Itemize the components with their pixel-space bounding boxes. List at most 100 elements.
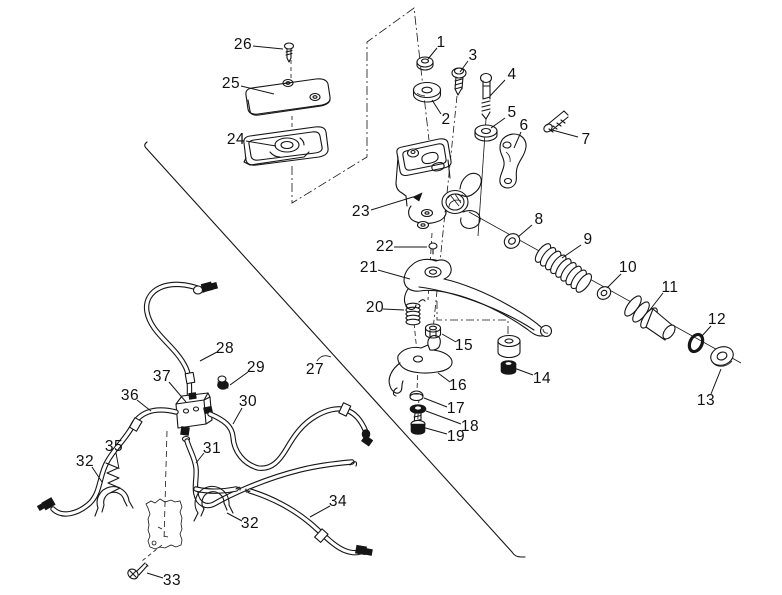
- leader-line-16: [437, 372, 451, 383]
- leader-line-10: [606, 273, 622, 289]
- callout-15: 15: [454, 337, 474, 354]
- callout-13: 13: [696, 392, 716, 409]
- callout-21: 21: [359, 259, 379, 276]
- bleeder-fitting: [217, 375, 229, 390]
- brake-lever: [403, 258, 553, 338]
- callout-26: 26: [233, 36, 253, 53]
- leader-line-29: [229, 371, 249, 386]
- leader-line-3: [459, 60, 469, 73]
- upper-brake-hose: [143, 281, 219, 404]
- leader-line-32: [226, 512, 243, 522]
- leader-line-23: [370, 196, 414, 211]
- pivot-locknut: [424, 323, 442, 339]
- callout-30: 30: [238, 393, 258, 410]
- leader-line-14: [513, 367, 534, 376]
- adjuster-washer: [409, 404, 427, 414]
- callout-3: 3: [468, 47, 478, 64]
- callout-1: 1: [436, 34, 446, 51]
- compression-spring: [534, 243, 592, 293]
- left-brake-hose: [36, 407, 179, 517]
- frame-sketch-outline: [145, 498, 183, 550]
- handlebar-clamp: [499, 133, 527, 189]
- right-brake-hose: [207, 402, 374, 471]
- leader-line-17: [423, 397, 448, 408]
- cover-washer: [412, 81, 442, 103]
- leader-line-24: [245, 140, 277, 147]
- leader-line-1: [427, 47, 438, 60]
- callout-5: 5: [507, 104, 517, 121]
- callout-4: 4: [507, 66, 517, 83]
- leader-lines: [91, 45, 722, 579]
- callout-22: 22: [375, 238, 395, 255]
- junction-block: [175, 392, 213, 443]
- pivot-bolt: [451, 67, 467, 96]
- leader-line-31: [195, 452, 205, 464]
- leader-line-26: [252, 45, 284, 50]
- leader-line-32: [91, 466, 103, 483]
- callout-12: 12: [707, 311, 727, 328]
- lever-spacer: [497, 334, 521, 359]
- callout-6: 6: [519, 117, 529, 134]
- callout-32: 32: [240, 515, 260, 532]
- leader-line-6: [513, 131, 522, 149]
- leader-line-36: [136, 399, 152, 412]
- adjuster-screw: [409, 390, 424, 402]
- leader-line-18: [425, 410, 462, 425]
- washer-8: [503, 233, 521, 249]
- leader-line-30: [232, 407, 243, 425]
- leader-line-25: [240, 85, 275, 95]
- callout-29: 29: [246, 359, 266, 376]
- hose-clamp-left: [94, 486, 134, 517]
- callout-7: 7: [581, 131, 591, 148]
- callout-19: 19: [446, 428, 466, 445]
- spacer-nut-group: [497, 334, 521, 375]
- leader-line-5: [490, 117, 506, 129]
- callout-20: 20: [365, 299, 385, 316]
- hose-guard-spring: [105, 462, 121, 494]
- callout-37: 37: [152, 368, 172, 385]
- callout-36: 36: [120, 387, 140, 404]
- leader-line-8: [517, 224, 533, 238]
- leader-line-9: [561, 244, 582, 259]
- leader-line-7: [551, 129, 579, 138]
- spacer-nut: [500, 360, 517, 375]
- callout-2: 2: [441, 111, 451, 128]
- clamp-bolt: [479, 72, 493, 120]
- reservoir-cover-group: [243, 42, 331, 166]
- reservoir-screw: [283, 42, 295, 63]
- callout-31: 31: [202, 440, 222, 457]
- reservoir-diaphragm: [243, 126, 329, 166]
- leader-line-4: [489, 79, 506, 97]
- callout-25: 25: [221, 75, 241, 92]
- callout-18: 18: [460, 418, 480, 435]
- leader-line-13: [710, 368, 722, 395]
- leader-line-28: [199, 351, 218, 362]
- o-ring: [687, 332, 705, 354]
- leader-line-11: [648, 292, 664, 312]
- callout-33: 33: [162, 572, 182, 589]
- callout-14: 14: [532, 370, 552, 387]
- rubber-boot: [624, 295, 676, 341]
- callout-10: 10: [618, 259, 638, 276]
- callout-9: 9: [583, 231, 593, 248]
- callout-27: 27: [305, 361, 325, 378]
- clamp-washer: [474, 124, 498, 142]
- callout-24: 24: [226, 131, 246, 148]
- mount-screw: [127, 562, 149, 580]
- leader-line-2: [431, 99, 442, 115]
- leader-line-20: [382, 308, 405, 311]
- callout-16: 16: [448, 377, 468, 394]
- reservoir-cover: [245, 78, 331, 116]
- top-fastener-group: [412, 56, 569, 189]
- leader-line-21: [377, 269, 411, 280]
- adjuster-bolt: [410, 412, 426, 435]
- leader-line-37: [168, 381, 187, 403]
- leader-line-12: [700, 325, 712, 338]
- leader-line-35: [115, 452, 120, 470]
- washer-10: [596, 286, 612, 300]
- clamp-screw: [543, 110, 569, 133]
- seal-grommet: [710, 346, 734, 367]
- master-cylinder-body: [395, 138, 482, 230]
